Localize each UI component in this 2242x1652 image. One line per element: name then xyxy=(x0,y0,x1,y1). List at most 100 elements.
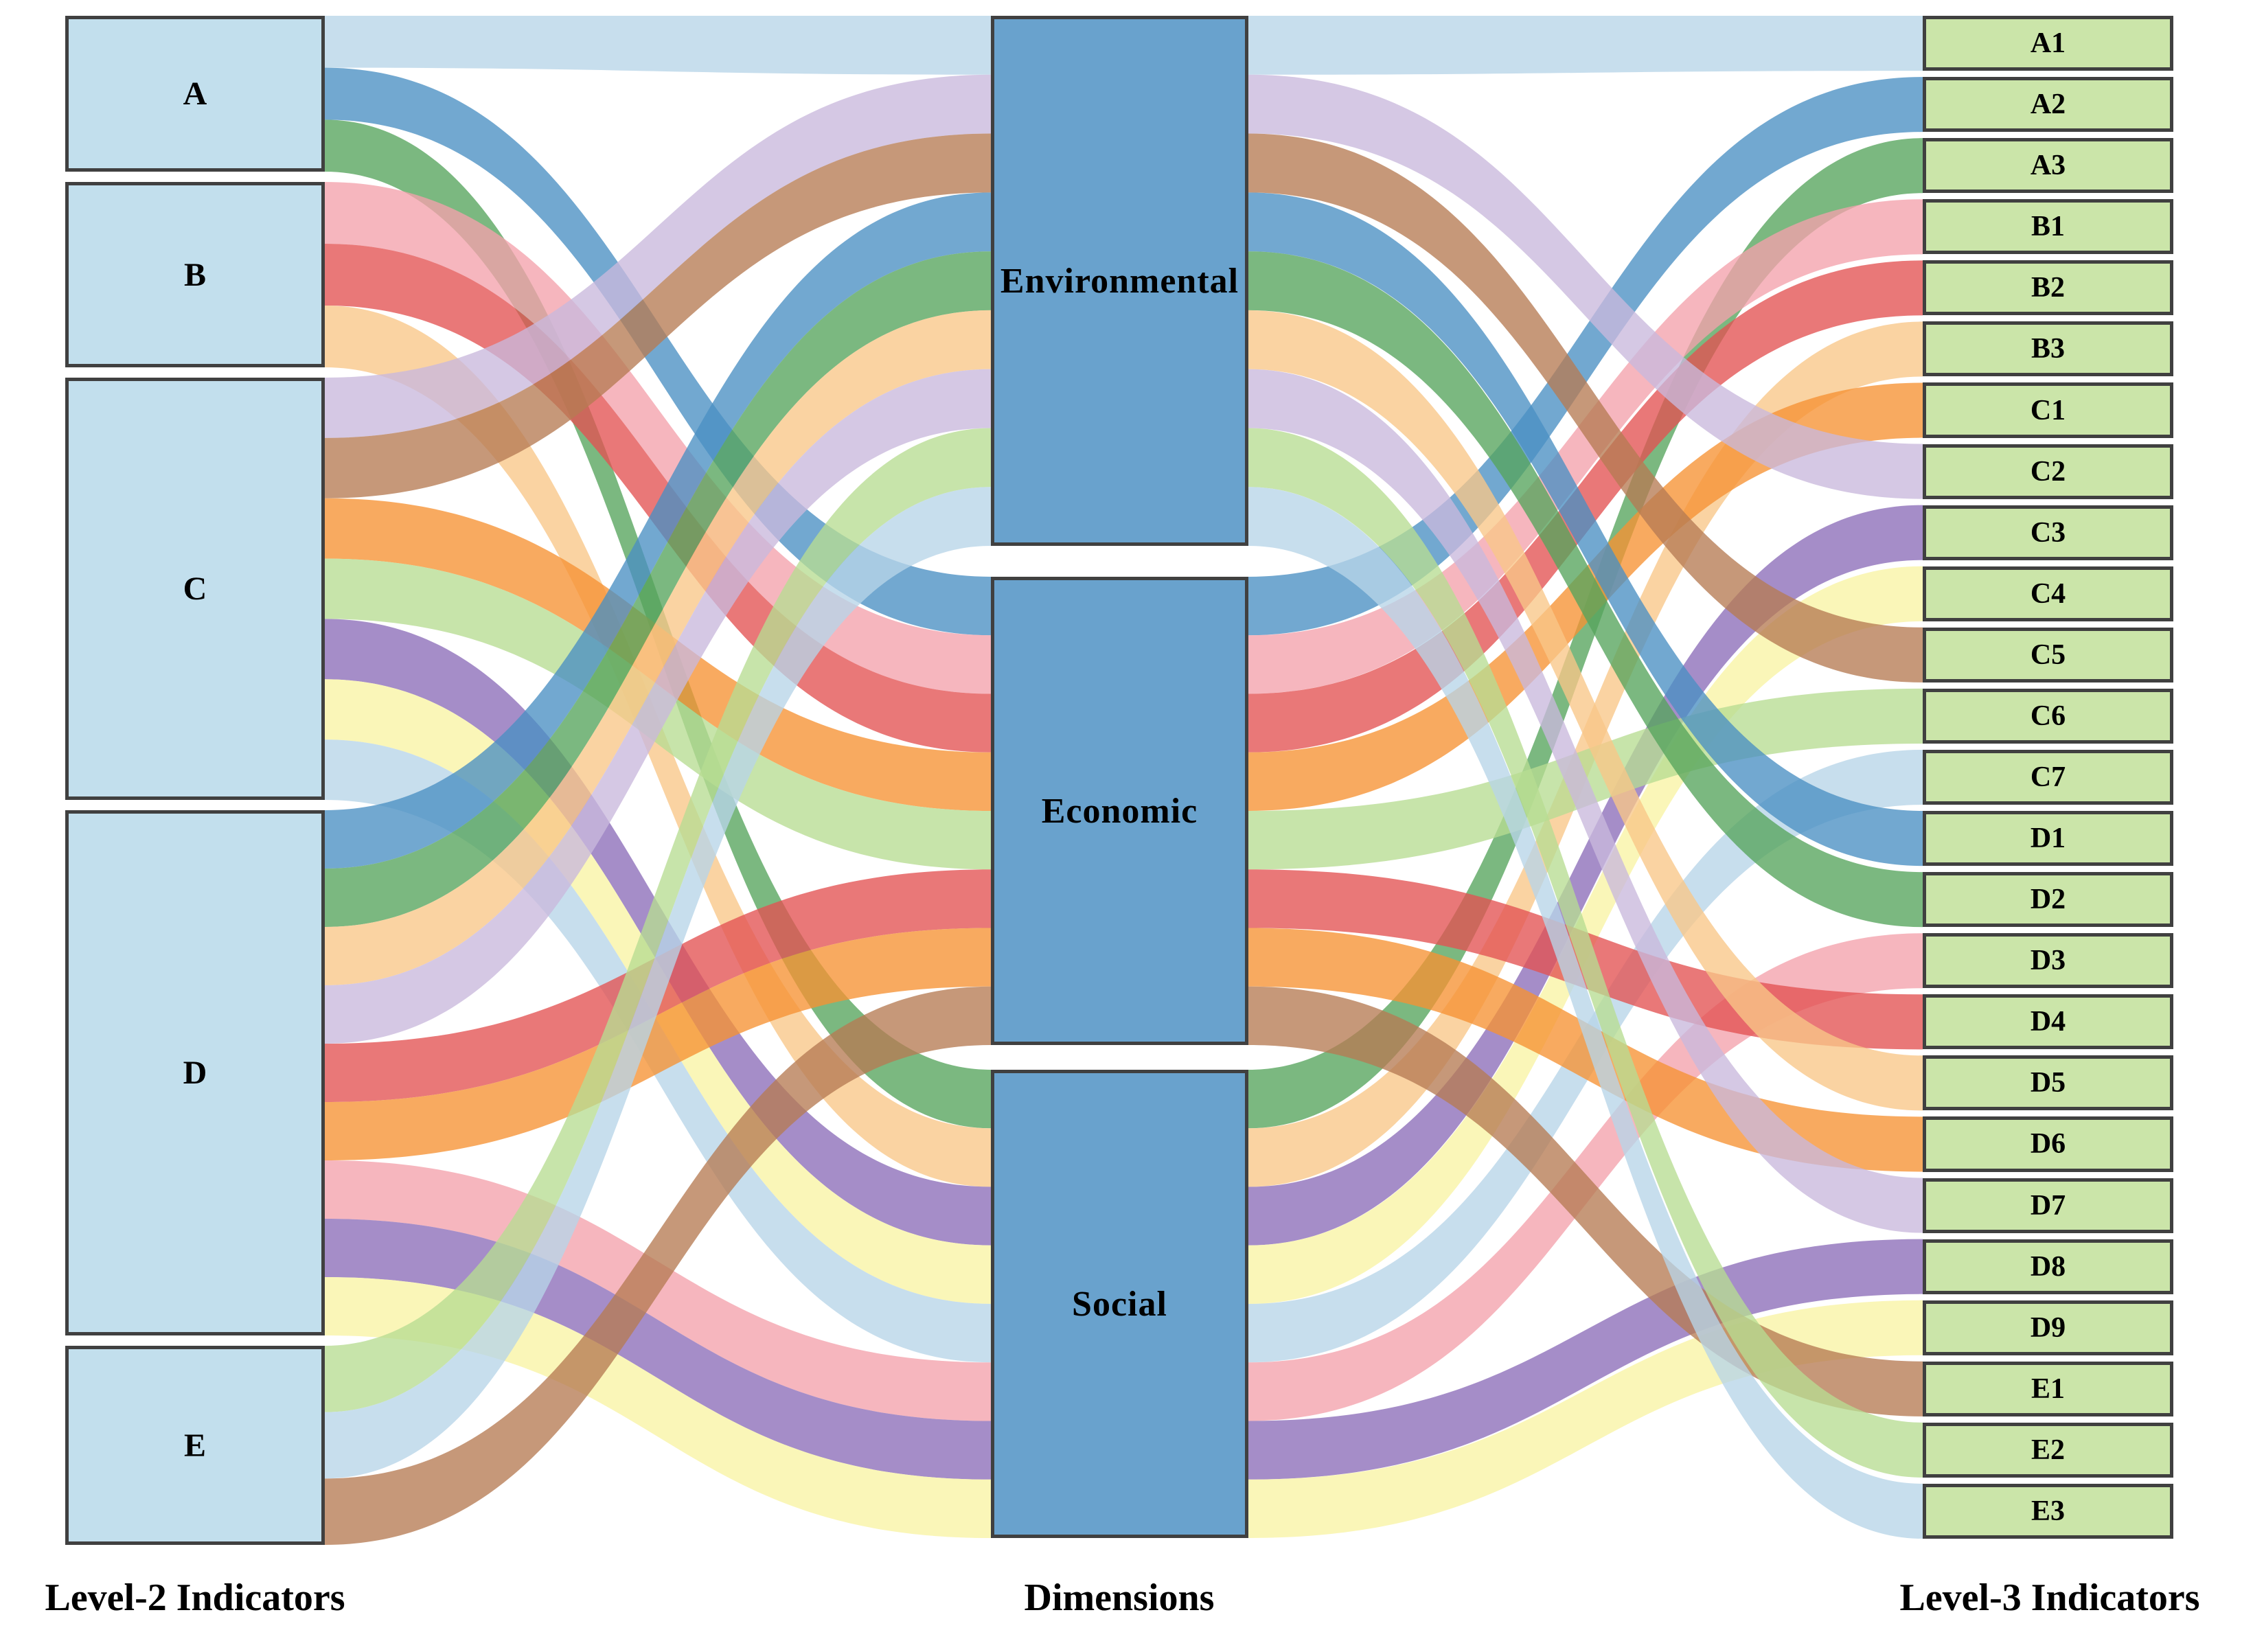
flow-D-to-environmental-D7[interactable] xyxy=(325,369,991,1044)
level3-node-c6-label: C6 xyxy=(2030,700,2066,732)
flow-social-to-D8[interactable] xyxy=(1248,1239,1923,1480)
level3-node-e1-label: E1 xyxy=(2031,1373,2065,1405)
level3-node-c4[interactable]: C4 xyxy=(1923,566,2173,621)
flow-B-to-social-B3[interactable] xyxy=(325,306,991,1187)
flow-economic-to-B1[interactable] xyxy=(1248,199,1923,694)
flow-environmental-to-D5[interactable] xyxy=(1248,310,1923,1111)
level3-node-b2-label: B2 xyxy=(2031,272,2065,304)
flow-A-to-environmental-A1[interactable] xyxy=(325,16,991,75)
level3-node-c1[interactable]: C1 xyxy=(1923,382,2173,438)
level2-node-b[interactable]: B xyxy=(65,182,325,367)
level3-node-c3[interactable]: C3 xyxy=(1923,505,2173,560)
level3-node-e3[interactable]: E3 xyxy=(1923,1483,2173,1539)
flow-D-to-environmental-D1[interactable] xyxy=(325,192,991,869)
level2-node-d-label: D xyxy=(183,1055,207,1091)
level3-node-d7[interactable]: D7 xyxy=(1923,1178,2173,1233)
level3-node-c5-label: C5 xyxy=(2030,639,2066,671)
flow-environmental-to-D2[interactable] xyxy=(1248,251,1923,928)
level3-node-c7-label: C7 xyxy=(2030,761,2066,793)
level3-node-d1[interactable]: D1 xyxy=(1923,811,2173,867)
flow-C-to-environmental-C2[interactable] xyxy=(325,74,991,438)
dimension-node-environmental-label: Environmental xyxy=(1000,261,1239,301)
level3-node-d9[interactable]: D9 xyxy=(1923,1300,2173,1355)
level3-node-e2-label: E2 xyxy=(2031,1434,2065,1466)
level3-node-c6[interactable]: C6 xyxy=(1923,688,2173,744)
flow-E-to-social-E3[interactable] xyxy=(325,487,991,1479)
level2-node-a[interactable]: A xyxy=(65,16,325,172)
level2-node-d[interactable]: D xyxy=(65,810,325,1335)
flow-B-to-economic-B2[interactable] xyxy=(325,244,991,753)
flow-economic-to-E1[interactable] xyxy=(1248,986,1923,1416)
level3-node-b1[interactable]: B1 xyxy=(1923,199,2173,255)
level3-node-c7[interactable]: C7 xyxy=(1923,749,2173,805)
level3-node-d3[interactable]: D3 xyxy=(1923,933,2173,989)
flow-environmental-to-C2[interactable] xyxy=(1248,74,1923,499)
flow-environmental-to-E2[interactable] xyxy=(1248,428,1923,1478)
level2-node-b-label: B xyxy=(183,256,206,293)
flow-environmental-to-D7[interactable] xyxy=(1248,369,1923,1233)
flow-D-to-environmental-D2[interactable] xyxy=(325,251,991,928)
flow-economic-to-A2[interactable] xyxy=(1248,77,1923,636)
flow-C-to-environmental-C5[interactable] xyxy=(325,133,991,498)
left-column-title: Level-2 Indicators xyxy=(45,1576,345,1619)
level3-node-b2[interactable]: B2 xyxy=(1923,260,2173,316)
level3-node-b1-label: B1 xyxy=(2031,211,2065,243)
dimension-node-social-label: Social xyxy=(1072,1284,1167,1324)
flow-environmental-to-D1[interactable] xyxy=(1248,192,1923,867)
level3-node-c2[interactable]: C2 xyxy=(1923,444,2173,499)
level3-node-e3-label: E3 xyxy=(2031,1495,2065,1527)
level3-node-e2[interactable]: E2 xyxy=(1923,1422,2173,1478)
level3-node-d2-label: D2 xyxy=(2030,884,2066,916)
level3-node-d4[interactable]: D4 xyxy=(1923,994,2173,1050)
flow-D-to-environmental-D5[interactable] xyxy=(325,310,991,985)
level2-node-a-label: A xyxy=(183,76,207,112)
dimension-node-social[interactable]: Social xyxy=(991,1070,1248,1538)
level3-node-a2[interactable]: A2 xyxy=(1923,77,2173,133)
flow-E-to-economic-E1[interactable] xyxy=(325,986,991,1545)
dimension-node-environmental[interactable]: Environmental xyxy=(991,16,1248,546)
level3-node-d4-label: D4 xyxy=(2030,1006,2066,1038)
level3-node-a2-label: A2 xyxy=(2030,89,2066,121)
level3-node-d6[interactable]: D6 xyxy=(1923,1116,2173,1172)
level3-node-c3-label: C3 xyxy=(2030,516,2066,549)
level2-node-c-label: C xyxy=(183,571,207,607)
level3-node-b3-label: B3 xyxy=(2031,333,2065,365)
level3-node-d1-label: D1 xyxy=(2030,823,2066,855)
level3-node-a1-label: A1 xyxy=(2030,27,2066,60)
level3-node-a1[interactable]: A1 xyxy=(1923,16,2173,71)
level3-node-d6-label: D6 xyxy=(2030,1128,2066,1160)
level3-node-c1-label: C1 xyxy=(2030,394,2066,426)
level3-node-c2-label: C2 xyxy=(2030,455,2066,487)
level2-node-e[interactable]: E xyxy=(65,1346,325,1545)
level2-node-c[interactable]: C xyxy=(65,378,325,800)
level3-node-d8[interactable]: D8 xyxy=(1923,1239,2173,1294)
flow-environmental-to-C5[interactable] xyxy=(1248,133,1923,682)
flow-E-to-environmental-E2[interactable] xyxy=(325,428,991,1412)
level3-node-c5[interactable]: C5 xyxy=(1923,627,2173,682)
flow-A-to-economic-A2[interactable] xyxy=(325,67,991,636)
flow-social-to-C3[interactable] xyxy=(1248,505,1923,1246)
middle-column-title: Dimensions xyxy=(1024,1576,1215,1619)
flow-D-to-economic-D6[interactable] xyxy=(325,928,991,1161)
level3-node-d7-label: D7 xyxy=(2030,1189,2066,1221)
dimension-node-economic-label: Economic xyxy=(1041,791,1198,831)
level3-node-d3-label: D3 xyxy=(2030,945,2066,977)
flow-social-to-A3[interactable] xyxy=(1248,138,1923,1129)
flow-social-to-E3[interactable] xyxy=(1248,487,1923,1539)
level3-node-d5-label: D5 xyxy=(2030,1067,2066,1099)
level3-node-d5[interactable]: D5 xyxy=(1923,1055,2173,1111)
level3-node-d8-label: D8 xyxy=(2030,1250,2066,1283)
level3-node-d2[interactable]: D2 xyxy=(1923,872,2173,928)
level3-node-a3-label: A3 xyxy=(2030,150,2066,182)
right-column-title: Level-3 Indicators xyxy=(1899,1576,2200,1619)
level3-node-b3[interactable]: B3 xyxy=(1923,321,2173,377)
level3-node-c4-label: C4 xyxy=(2030,577,2066,610)
level3-node-e1[interactable]: E1 xyxy=(1923,1361,2173,1416)
flow-environmental-to-A1[interactable] xyxy=(1248,16,1923,75)
flow-B-to-economic-B1[interactable] xyxy=(325,182,991,694)
level2-node-e-label: E xyxy=(183,1427,206,1464)
level3-node-a3[interactable]: A3 xyxy=(1923,138,2173,194)
dimension-node-economic[interactable]: Economic xyxy=(991,577,1248,1045)
